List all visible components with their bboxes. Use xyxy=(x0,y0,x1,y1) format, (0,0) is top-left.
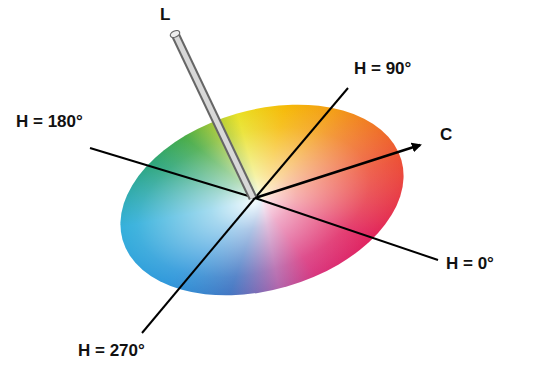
axis-label: C xyxy=(440,126,452,143)
lightness-rod-shine xyxy=(175,34,253,198)
lightness-rod xyxy=(175,34,253,198)
axis-label: H = 0° xyxy=(446,255,494,272)
axis-label: H = 180° xyxy=(16,113,83,130)
hue-axis-270 xyxy=(142,198,255,333)
rod-cap xyxy=(169,29,181,39)
hue-axis-0 xyxy=(255,198,438,260)
chroma-arrow xyxy=(255,145,420,198)
axis-label: H = 270° xyxy=(78,342,145,359)
axis-label: H = 90° xyxy=(354,60,411,77)
hue-axis-90 xyxy=(255,88,348,198)
axis-label: L xyxy=(160,6,170,23)
